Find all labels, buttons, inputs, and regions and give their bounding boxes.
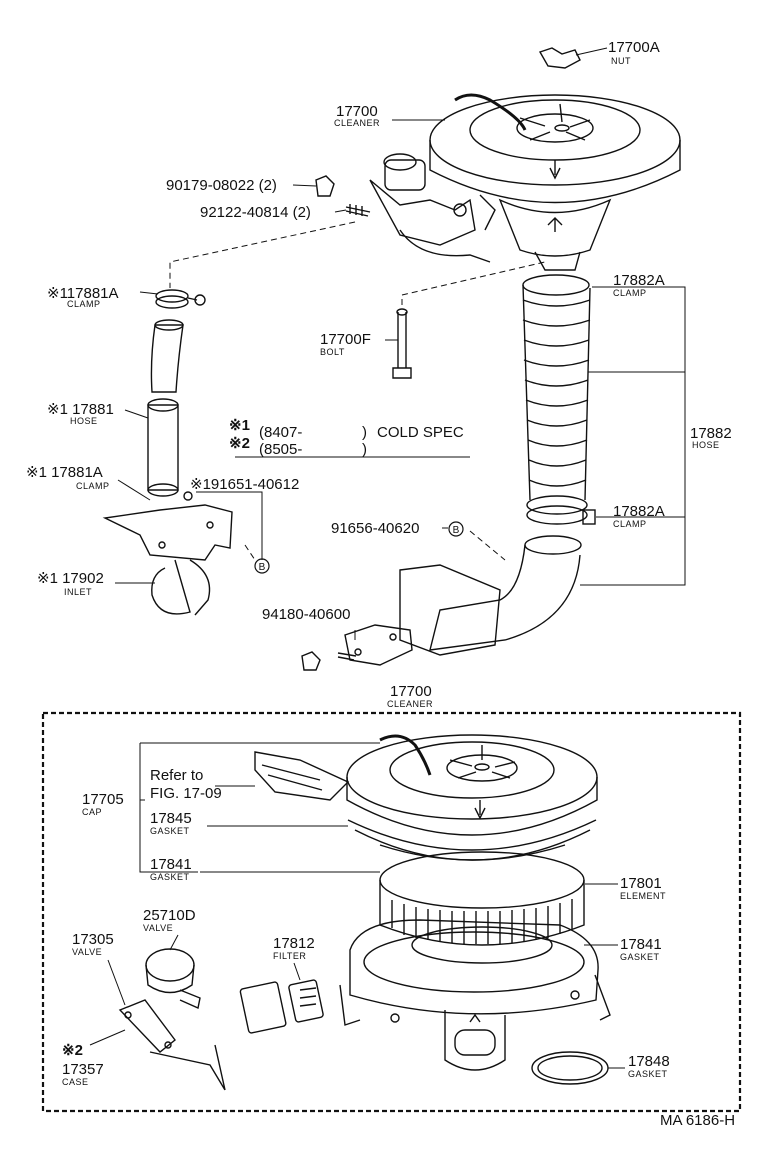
inlet-hose-illustration <box>102 289 233 616</box>
part-17882A-bottom-number: 17882A <box>613 503 665 520</box>
part-17841-right-name: GASKET <box>620 952 660 962</box>
part-91656-number: 91656-40620 <box>331 520 419 537</box>
part-17700-name: CLEANER <box>334 118 380 128</box>
callout-b-left-label: B <box>259 562 266 573</box>
legend-row2-close: ) <box>362 441 367 458</box>
part-17357-name: CASE <box>62 1077 89 1087</box>
refer-line-2: FIG. 17-09 <box>150 785 222 802</box>
part-17841-left-name: GASKET <box>150 872 190 882</box>
legend-row1-range: (8407- <box>259 424 302 441</box>
legend-row2-range: (8505- <box>259 441 302 458</box>
part-17881-number: ※1 17881 <box>47 401 114 418</box>
leader-lines <box>89 47 686 1069</box>
callout-b-right-label: B <box>453 525 460 536</box>
callout-b-right <box>448 521 464 537</box>
part-17882A-top-number: 17882A <box>613 272 665 289</box>
part-17700A-name: NUT <box>611 56 631 66</box>
part-17357-number: 17357 <box>62 1061 104 1078</box>
part-17881A-bottom-name: CLAMP <box>76 481 110 491</box>
part-17881-name: HOSE <box>70 416 98 426</box>
part-17848-name: GASKET <box>628 1069 668 1079</box>
part-17882-number: 17882 <box>690 425 732 442</box>
cleaner-detail-frame <box>41 711 742 1113</box>
part-94180-number: 94180-40600 <box>262 606 350 623</box>
part-17902-number: ※1 17902 <box>37 570 104 587</box>
part-17812-number: 17812 <box>273 935 315 952</box>
part-92122-number: 92122-40814 (2) <box>200 204 311 221</box>
part-17848-number: 17848 <box>628 1053 670 1070</box>
part-17705-number: 17705 <box>82 791 124 808</box>
part-17700-box-name: CLEANER <box>387 699 433 709</box>
part-17812-name: FILTER <box>273 951 306 961</box>
part-17882A-bottom-name: CLAMP <box>613 519 647 529</box>
part-17881A-top-number: ※117881A <box>47 285 119 302</box>
part-17700A-number: 17700A <box>608 39 660 56</box>
callout-b-left <box>254 558 270 574</box>
part-17845-name: GASKET <box>150 826 190 836</box>
part-17841-right-number: 17841 <box>620 936 662 953</box>
part-17882A-top-name: CLAMP <box>613 288 647 298</box>
legend-row1-text: COLD SPEC <box>377 424 464 441</box>
part-17881A-bottom-number: ※1 17881A <box>26 464 103 481</box>
refer-line-1: Refer to <box>150 767 203 784</box>
part-17700F-name: BOLT <box>320 347 345 357</box>
part-17881A-top-name: CLAMP <box>67 299 101 309</box>
cleaner-exploded-illustration <box>118 734 611 1091</box>
part-17357-mark: ※2 <box>62 1042 83 1059</box>
part-17700F-number: 17700F <box>320 331 371 348</box>
legend-row1-mark: ※1 <box>229 417 250 434</box>
part-17801-name: ELEMENT <box>620 891 666 901</box>
part-17700-box-number: 17700 <box>390 683 432 700</box>
legend-row2-mark: ※2 <box>229 435 250 452</box>
part-25710D-number: 25710D <box>143 907 196 924</box>
part-17705-name: CAP <box>82 807 102 817</box>
part-17305-number: 17305 <box>72 931 114 948</box>
part-90179-number: 90179-08022 (2) <box>166 177 277 194</box>
part-17841-left-number: 17841 <box>150 856 192 873</box>
legend-row1-close: ) <box>362 424 367 441</box>
corrugated-hose-illustration <box>301 274 596 671</box>
part-17902-name: INLET <box>64 587 92 597</box>
cleaner-top-illustration <box>315 47 681 271</box>
part-17882-name: HOSE <box>692 440 720 450</box>
part-191651-number: ※191651-40612 <box>190 476 299 493</box>
part-25710D-name: VALVE <box>143 923 173 933</box>
part-17305-name: VALVE <box>72 947 102 957</box>
part-17801-number: 17801 <box>620 875 662 892</box>
dashed-connections <box>169 221 546 561</box>
part-17700-number: 17700 <box>336 103 378 120</box>
part-17845-number: 17845 <box>150 810 192 827</box>
figure-code: MA 6186-H <box>660 1112 735 1129</box>
